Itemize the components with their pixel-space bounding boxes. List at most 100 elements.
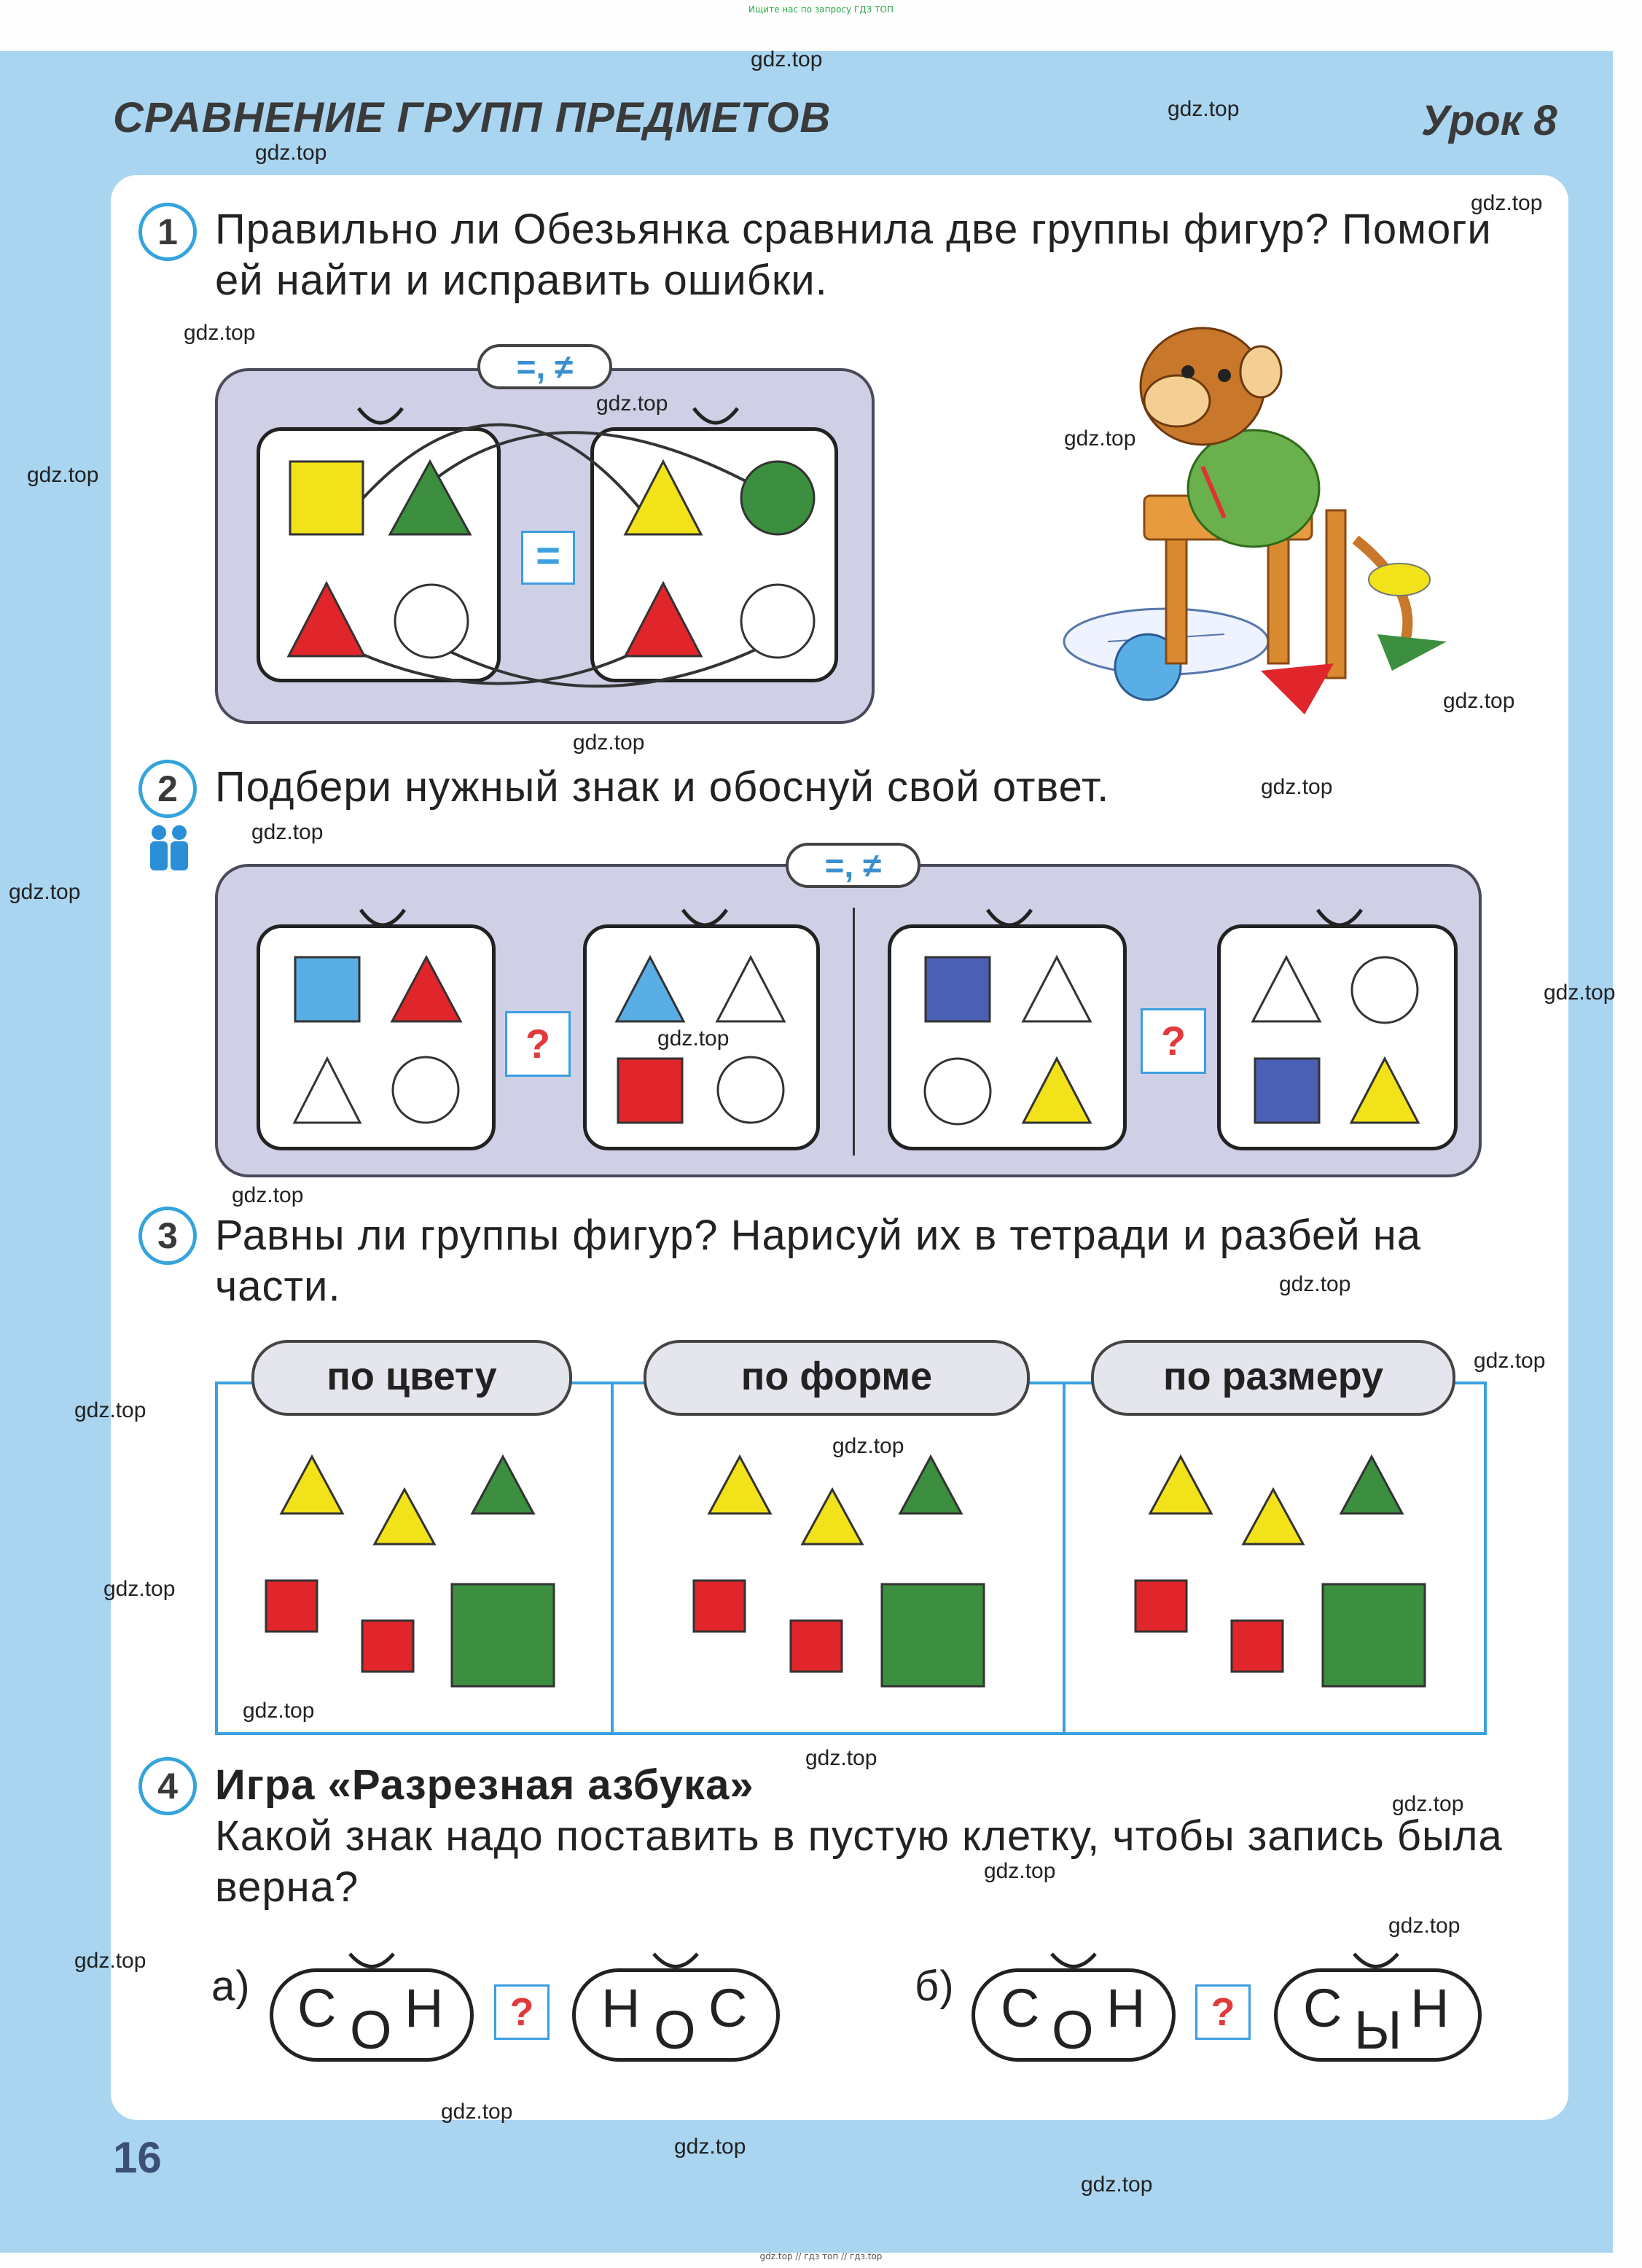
footer-note: gdz.top // гдз топ // гдз.top [759, 2251, 883, 2261]
task-4b-right-word [1274, 1968, 1482, 2062]
letter: С [708, 1978, 748, 2038]
watermark: gdz.top [805, 1746, 877, 1770]
watermark: gdz.top [1544, 981, 1616, 1005]
green-triangle [388, 459, 472, 536]
watermark: gdz.top [1168, 97, 1240, 121]
group-handle [1315, 908, 1364, 927]
watermark: gdz.top [27, 463, 99, 487]
letter: Ы [1354, 2000, 1402, 2060]
watermark: gdz.top [74, 1398, 146, 1422]
watermark: gdz.top [1279, 1272, 1351, 1296]
watermark: gdz.top [74, 1949, 146, 1973]
task-4-number: 4 [138, 1757, 197, 1815]
red-square [617, 1057, 684, 1124]
white-triangle [292, 1056, 362, 1124]
red-triangle [623, 580, 703, 658]
shape-set-size [1134, 1454, 1426, 1688]
watermark: gdz.top [596, 391, 668, 416]
task-4a-right-word [572, 1968, 780, 2062]
task-3-number: 3 [138, 1207, 197, 1265]
task-4b-answer-box[interactable]: ? [1195, 1984, 1251, 2040]
match-line [437, 640, 773, 688]
watermark: gdz.top [243, 1699, 315, 1723]
task-3-table [215, 1382, 1487, 1735]
pencil [1200, 465, 1227, 519]
task-1-text: Правильно ли Обезьянка сравнила две груп… [215, 206, 1492, 304]
white-circle [740, 583, 816, 659]
letter: Н [601, 1978, 641, 2038]
yellow-square [289, 460, 364, 536]
red-triangle [1261, 663, 1334, 714]
monkey-shirt [1186, 429, 1321, 548]
task-4b-left-word [971, 1968, 1176, 2062]
watermark: gdz.top [1064, 426, 1136, 451]
task-1-signs-pill: =, ≠ [477, 344, 612, 389]
watermark: gdz.top [674, 2135, 746, 2159]
watermark: gdz.top [984, 1859, 1056, 1883]
watermark: gdz.top [832, 1434, 904, 1458]
category-by-shape: по форме [644, 1340, 1030, 1416]
letter: Н [404, 1978, 444, 2038]
white-circle [1350, 956, 1419, 1024]
match-line [436, 431, 773, 497]
task-4-text: Какой знак надо поставить в пустую клетк… [215, 1812, 1503, 1911]
monkey-illustration [1063, 327, 1447, 714]
task-4a-answer-box[interactable]: ? [494, 1984, 550, 2040]
red-triangle [390, 954, 463, 1023]
watermark: gdz.top [251, 820, 324, 844]
match-line [357, 423, 643, 512]
watermark: gdz.top [1443, 689, 1515, 713]
blue-ball [1114, 633, 1182, 701]
watermark: gdz.top [1471, 191, 1543, 215]
watermark: gdz.top [255, 141, 327, 165]
watermark: gdz.top [1261, 775, 1333, 799]
task-3-text: Равны ли группы фигур? Нарисуй их в тетр… [215, 1212, 1422, 1310]
monkey-ear [1239, 345, 1283, 399]
group-handle [985, 908, 1033, 927]
shape-set-color [265, 1454, 555, 1688]
task-2-answer-box-2[interactable]: ? [1141, 1008, 1206, 1074]
white-circle [716, 1056, 785, 1124]
yellow-triangle [623, 459, 703, 536]
letter: С [297, 1978, 337, 2038]
category-by-color: по цвету [251, 1340, 572, 1416]
watermark: gdz.top [573, 730, 645, 755]
letter: С [1001, 1978, 1040, 2038]
task-1-answer-box[interactable]: = [521, 531, 575, 585]
white-triangle [1021, 954, 1092, 1023]
watermark: gdz.top [441, 2100, 513, 2124]
pair-work-icon [150, 825, 188, 870]
yellow-triangle [1349, 1056, 1420, 1124]
page-title: СРАВНЕНИЕ ГРУПП ПРЕДМЕТОВ [113, 94, 832, 141]
white-triangle [715, 954, 786, 1023]
yellow-triangle [1021, 1056, 1092, 1124]
darkblue-square [1254, 1057, 1321, 1124]
white-circle [391, 1056, 460, 1124]
task-2-answer-box-1[interactable]: ? [505, 1011, 571, 1077]
shape-set-shape [692, 1454, 985, 1688]
page-number: 16 [113, 2133, 162, 2182]
watermark: gdz.top [1474, 1349, 1546, 1373]
task-4-title: Игра «Разрезная азбука» [215, 1761, 754, 1809]
group-handle [357, 407, 404, 425]
letter: С [1303, 1978, 1342, 2038]
green-triangle [1377, 634, 1447, 671]
task-3-col-divider [611, 1382, 614, 1735]
monkey-face [1143, 374, 1211, 428]
group-handle [692, 407, 739, 425]
task-1-number: 1 [138, 203, 197, 261]
task-2-divider [853, 908, 855, 1156]
task-4a-left-word [270, 1968, 474, 2062]
white-circle [394, 583, 469, 659]
category-by-size: по размеру [1091, 1340, 1455, 1416]
letter: О [350, 2000, 392, 2060]
watermark: gdz.top [751, 47, 823, 71]
white-triangle [1251, 954, 1322, 1023]
watermark: gdz.top [1081, 2172, 1153, 2197]
red-triangle [286, 580, 367, 658]
group-handle [681, 908, 729, 927]
letter: Н [1410, 1978, 1450, 2038]
